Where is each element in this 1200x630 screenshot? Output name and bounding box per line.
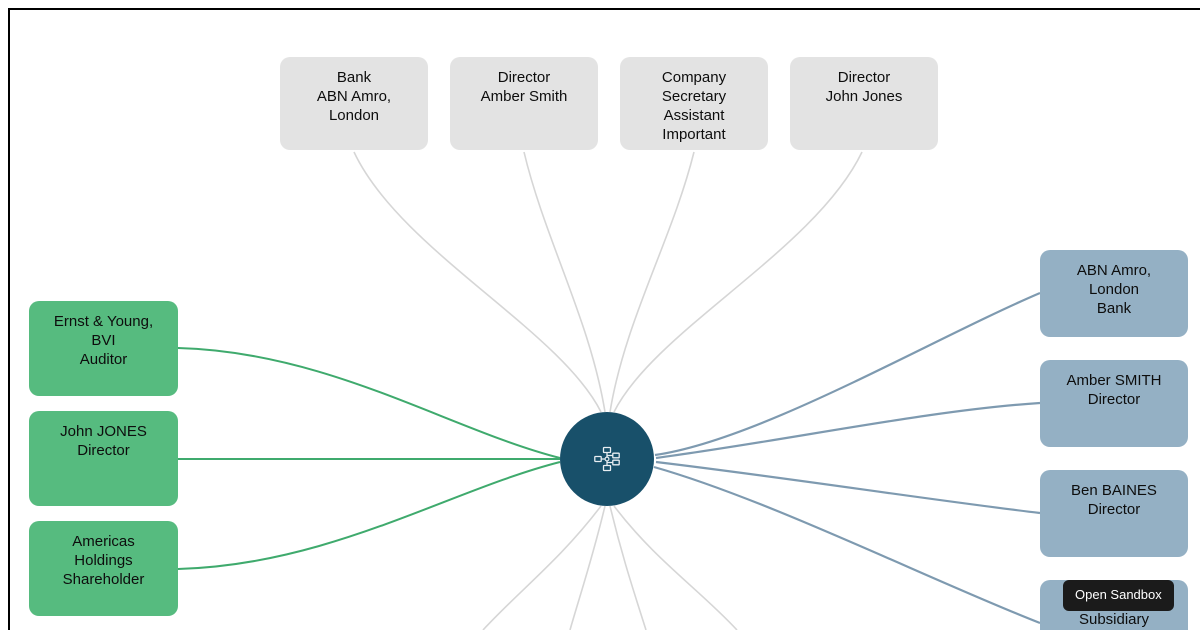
right-abn-amro[interactable]: ABN Amro, London Bank: [1040, 250, 1188, 337]
blue-edges: [653, 291, 1041, 625]
node-label: Director John Jones: [825, 69, 903, 105]
top-bank-abn-amro[interactable]: Bank ABN Amro, London: [280, 57, 428, 150]
edge-line[interactable]: [654, 291, 1041, 457]
node-label: Company Secretary Assistant Important: [661, 69, 727, 143]
node-label: Americas Holdings Shareholder: [62, 533, 145, 588]
edge-line[interactable]: [523, 151, 606, 413]
center-entity-node[interactable]: [560, 412, 654, 506]
node-label: Ben BAINES Director: [1071, 482, 1157, 518]
open-sandbox-tooltip[interactable]: Open Sandbox: [1063, 580, 1174, 611]
node-label: Bank ABN Amro, London: [316, 69, 392, 124]
right-amber-smith[interactable]: Amber SMITH Director: [1040, 360, 1188, 447]
top-director-john-jones[interactable]: Director John Jones: [790, 57, 938, 150]
edge-line[interactable]: [177, 461, 561, 570]
edge-line[interactable]: [482, 505, 602, 630]
top-director-amber-smith[interactable]: Director Amber Smith: [450, 57, 598, 150]
edge-line[interactable]: [655, 401, 1041, 460]
org-chart-icon: [594, 446, 620, 472]
edge-line[interactable]: [613, 151, 863, 413]
edge-line[interactable]: [613, 505, 738, 630]
edge-line[interactable]: [609, 151, 695, 413]
node-label: ABN Amro, London Bank: [1076, 262, 1152, 317]
edge-line[interactable]: [569, 505, 606, 630]
node-label: Amber SMITH Director: [1066, 372, 1162, 408]
left-ernst-young[interactable]: Ernst & Young, BVI Auditor: [29, 301, 178, 396]
right-ben-baines[interactable]: Ben BAINES Director: [1040, 470, 1188, 557]
node-label: John JONES Director: [60, 423, 147, 459]
node-label: Director Amber Smith: [480, 69, 568, 105]
edge-line[interactable]: [655, 460, 1041, 515]
gray-edges-top: [353, 151, 863, 413]
edge-line[interactable]: [353, 151, 602, 413]
green-edges: [177, 347, 561, 570]
top-company-secretary[interactable]: Company Secretary Assistant Important: [620, 57, 768, 150]
gray-edges-bottom: [482, 505, 738, 630]
edge-line[interactable]: [653, 465, 1041, 625]
left-americas-holdings[interactable]: Americas Holdings Shareholder: [29, 521, 178, 616]
left-john-jones[interactable]: John JONES Director: [29, 411, 178, 506]
edge-line[interactable]: [177, 347, 561, 459]
edge-line[interactable]: [609, 505, 647, 630]
node-label: Ernst & Young, BVI Auditor: [53, 313, 154, 368]
node-label: Subsidiary: [1078, 611, 1150, 628]
